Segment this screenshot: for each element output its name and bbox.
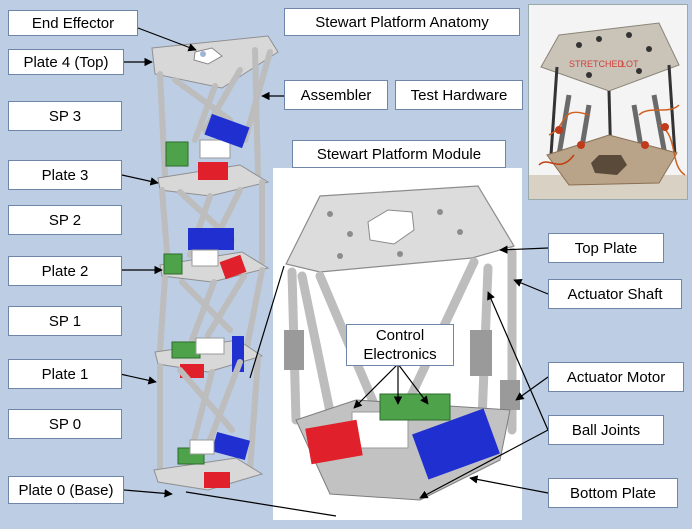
label-ball-joints: Ball Joints [548, 415, 664, 445]
label-sp3: SP 3 [8, 101, 122, 131]
label-plate-1: Plate 1 [8, 359, 122, 389]
module-top-holes [327, 209, 463, 259]
sp1-center-block [195, 337, 225, 355]
module-end-effector [367, 209, 415, 245]
sp0-blue-motor [211, 431, 251, 461]
sp2-green-board [163, 253, 183, 275]
label-control-electronics: Control Electronics [346, 324, 454, 366]
label-assembler: Assembler [284, 80, 388, 110]
label-plate-2: Plate 2 [8, 256, 122, 286]
module-link-lines [185, 265, 337, 517]
label-test-hardware: Test Hardware [395, 80, 523, 110]
label-control-line-1: Control [375, 327, 425, 344]
tower-sp0-struts [157, 355, 261, 473]
photo-text-1: STRETCHED [569, 59, 625, 69]
sp2-blue-motor [188, 228, 234, 250]
sp0-red-motor [204, 472, 230, 488]
label-plate-4: Plate 4 (Top) [8, 49, 124, 75]
test-hardware-photo: STRETCHED LOT [528, 4, 688, 200]
label-plate-0: Plate 0 (Base) [8, 476, 124, 504]
module-green-board [379, 393, 451, 421]
sp3-blue-motor [204, 113, 250, 149]
label-plate-3: Plate 3 [8, 160, 122, 190]
sp2-center-block [191, 249, 219, 267]
label-top-plate: Top Plate [548, 233, 664, 263]
sp2-red-motor [219, 254, 247, 280]
callout-arrows [119, 27, 549, 499]
label-bottom-plate: Bottom Plate [548, 478, 678, 508]
label-sp1: SP 1 [8, 306, 122, 336]
label-end-effector: End Effector [8, 10, 138, 36]
photo-text-2: LOT [621, 59, 639, 69]
module-red-motor [305, 419, 363, 465]
sp3-center-block [199, 139, 231, 159]
module-motor-bodies [284, 330, 520, 410]
tower-sp1-struts [157, 267, 265, 355]
module-blue-motor [412, 408, 500, 480]
label-actuator-shaft: Actuator Shaft [548, 279, 682, 309]
sp3-red-motor [198, 162, 228, 180]
title-anatomy: Stewart Platform Anatomy [284, 8, 520, 36]
tower-plate-4 [151, 35, 279, 89]
sp3-green-board [165, 141, 189, 167]
label-sp0: SP 0 [8, 409, 122, 439]
label-sp2: SP 2 [8, 205, 122, 235]
sp0-center-block [189, 439, 215, 455]
label-control-line-2: Electronics [363, 346, 437, 363]
label-actuator-motor: Actuator Motor [548, 362, 684, 392]
title-module: Stewart Platform Module [292, 140, 506, 168]
test-hardware-photo-art: STRETCHED LOT [529, 5, 687, 199]
